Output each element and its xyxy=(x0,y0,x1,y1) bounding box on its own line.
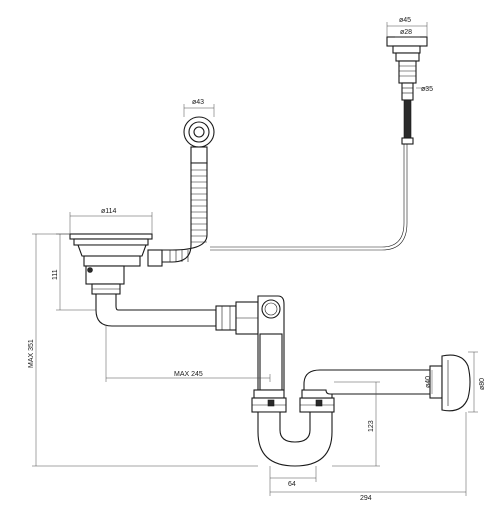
dim-wall-flange: ø80 xyxy=(479,378,486,390)
dim-overflow-rose: ø43 xyxy=(192,99,204,106)
dimension-lines xyxy=(32,22,478,496)
dim-strainer-height: 111 xyxy=(52,269,59,280)
overflow-hose xyxy=(159,162,208,263)
dim-cap-inner: ø28 xyxy=(400,29,412,36)
dim-max-reach: MAX 245 xyxy=(174,371,203,378)
dim-total-width: 294 xyxy=(360,495,372,502)
control-cable xyxy=(210,144,408,251)
push-button-control xyxy=(386,36,428,145)
horizontal-pipe xyxy=(95,293,259,335)
overflow-rose xyxy=(183,116,215,164)
dim-trap-height: 123 xyxy=(368,420,375,432)
dim-cap-outer: ø45 xyxy=(399,17,411,24)
dim-max-total-height: MAX 351 xyxy=(28,339,35,368)
bottle-trap xyxy=(251,295,335,467)
basket-strainer xyxy=(69,233,163,295)
dim-trap-width: 64 xyxy=(288,481,296,488)
dim-basket-strainer: ø114 xyxy=(101,208,117,215)
dim-outlet-pipe: ø40 xyxy=(425,376,432,388)
dim-push-button-shaft: ø35 xyxy=(421,86,433,93)
